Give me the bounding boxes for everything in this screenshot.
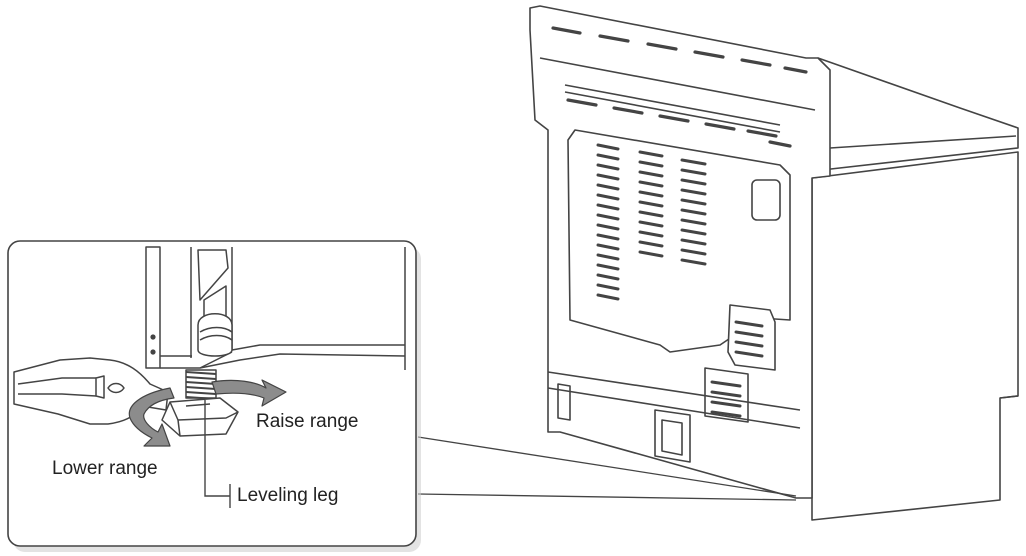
range-top-surface (817, 57, 1019, 171)
range-back-view (529, 5, 1019, 521)
adjustable-wrench-icon (13, 357, 169, 425)
leveling-leg-label: Leveling leg (237, 485, 339, 506)
leveling-leg-foot (161, 397, 239, 437)
counterclockwise-arrow-icon (128, 387, 175, 447)
raise-range-label: Raise range (256, 411, 359, 432)
rear-access-cover (567, 129, 791, 353)
range-side-edge (999, 395, 1019, 399)
clockwise-arrow-icon (211, 379, 287, 407)
leveling-leg-leader (204, 400, 231, 508)
lower-range-label: Lower range (52, 458, 158, 479)
range-backguard-edge (539, 57, 816, 133)
cover-vents (596, 143, 707, 301)
leveling-leg-thread (185, 369, 217, 400)
range-top-edge (829, 135, 1017, 149)
callout-lines (417, 436, 797, 501)
rear-junction-box (751, 179, 781, 221)
inset-detail-content (13, 246, 406, 437)
range-base-notch (557, 383, 691, 463)
range-side-panel (811, 151, 1019, 521)
backguard-vents (551, 26, 808, 148)
range-base-line (547, 371, 801, 429)
lower-vent-box (727, 304, 776, 371)
rotation-arrows (128, 379, 287, 447)
